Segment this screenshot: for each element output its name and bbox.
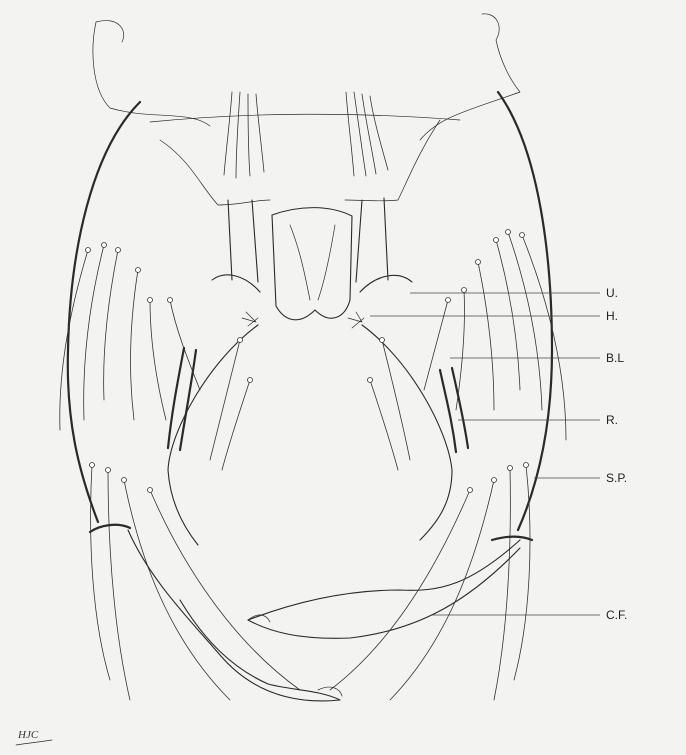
label-CF: C.F. — [606, 608, 627, 622]
socket — [90, 463, 95, 468]
top-tuft-right — [346, 92, 388, 176]
hook-left — [242, 312, 258, 326]
upper-bridge — [150, 114, 460, 122]
label-BL: B.L — [606, 351, 624, 365]
socket — [462, 288, 467, 293]
central-opening — [168, 325, 452, 545]
socket — [494, 238, 499, 243]
bristles-left — [60, 245, 300, 700]
socket — [102, 243, 107, 248]
label-SP: S.P. — [606, 471, 627, 485]
socket — [238, 338, 243, 343]
socket — [148, 488, 153, 493]
label-R: R. — [606, 413, 618, 427]
socket — [524, 463, 529, 468]
hook-right — [348, 312, 364, 328]
label-H: H. — [606, 309, 618, 323]
harpe-right — [356, 198, 412, 292]
curved-organ — [128, 530, 340, 701]
socket — [468, 488, 473, 493]
socket — [136, 268, 141, 273]
socket — [446, 298, 451, 303]
lower-plate-left — [90, 525, 130, 532]
socket — [492, 478, 497, 483]
socket — [508, 466, 513, 471]
top-tuft-left — [224, 92, 264, 178]
socket — [368, 378, 373, 383]
socket — [122, 478, 127, 483]
left-horn — [93, 21, 210, 126]
socket — [148, 298, 153, 303]
organ-tip-lower — [318, 687, 342, 696]
socket — [506, 230, 511, 235]
capsule-outline-left — [68, 102, 140, 522]
socket — [106, 468, 111, 473]
label-U: U. — [606, 286, 618, 300]
lower-plate-right — [492, 537, 532, 540]
socket — [116, 248, 121, 253]
socket — [380, 338, 385, 343]
rod-left — [168, 348, 196, 450]
uncus-inner — [290, 225, 335, 300]
socket — [86, 248, 91, 253]
curved-organ-upper — [248, 540, 520, 638]
right-horn — [420, 14, 520, 140]
uncus — [272, 208, 352, 320]
artist-signature: HJC — [17, 729, 39, 741]
socket — [520, 233, 525, 238]
harpe-left — [212, 200, 260, 292]
socket — [476, 260, 481, 265]
socket — [168, 298, 173, 303]
inner-frame-left — [160, 140, 270, 205]
socket — [248, 378, 253, 383]
